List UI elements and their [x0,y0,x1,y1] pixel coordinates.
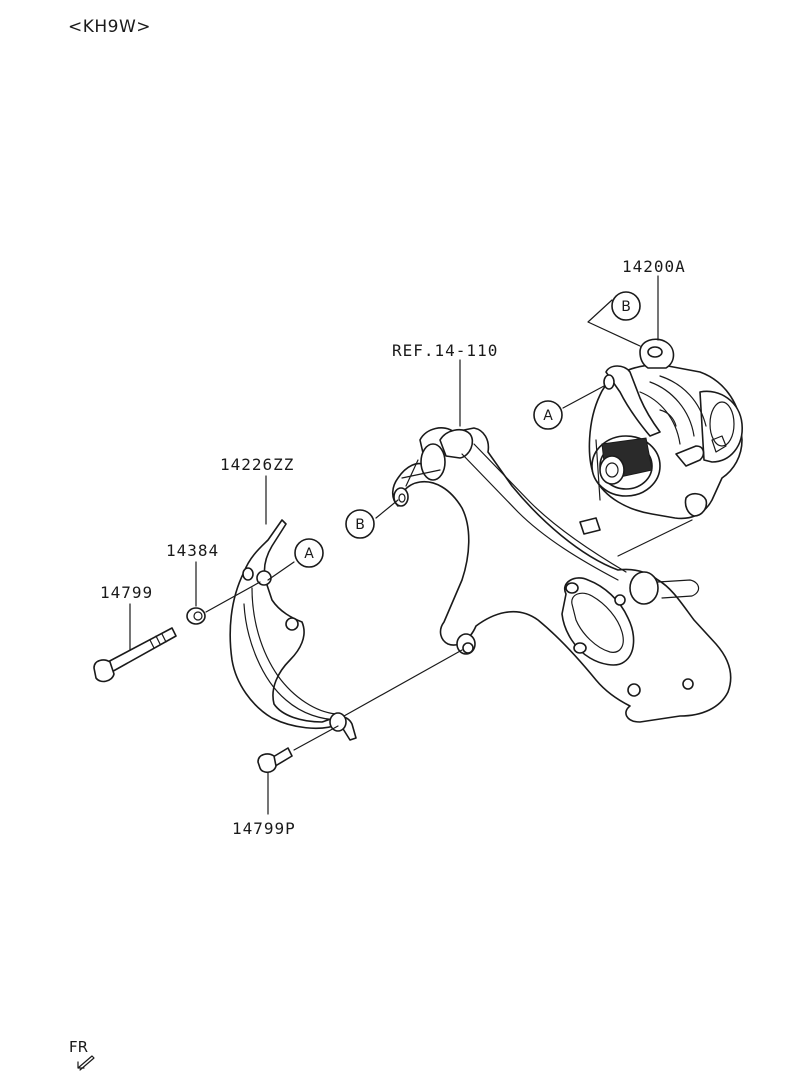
part-label-bolt[interactable]: 14799 [100,583,153,602]
part-label-bolt-p[interactable]: 14799P [232,819,296,838]
part-label-brace[interactable]: 14226ZZ [220,455,294,474]
front-direction-marker: FR [69,1038,95,1071]
part-label-nut[interactable]: 14384 [166,541,219,560]
model-code: <KH9W> [68,17,151,37]
connector-b-lower: B [345,509,375,539]
bolt-p-drawing[interactable] [257,747,293,774]
connector-b-upper-label: B [621,299,631,315]
leader-lines [129,275,693,815]
brace-drawing[interactable] [229,519,357,741]
connector-a-upper: A [533,400,563,430]
nut-drawing[interactable] [186,607,206,625]
connector-b-upper: B [611,291,641,321]
part-label-alternator[interactable]: 14200A [622,257,686,276]
connector-b-lower-label: B [355,517,365,533]
connector-a-lower: A [294,538,324,568]
part-label-bracket-ref[interactable]: REF.14-110 [392,341,498,360]
front-arrow-icon [77,1055,95,1071]
bolt-drawing[interactable] [93,627,177,683]
alternator-drawing[interactable] [588,338,743,520]
connector-a-lower-label: A [304,546,314,562]
alternator-bracket-drawing[interactable] [391,427,732,723]
connector-a-upper-label: A [543,408,553,424]
direction-label: FR [69,1038,88,1056]
